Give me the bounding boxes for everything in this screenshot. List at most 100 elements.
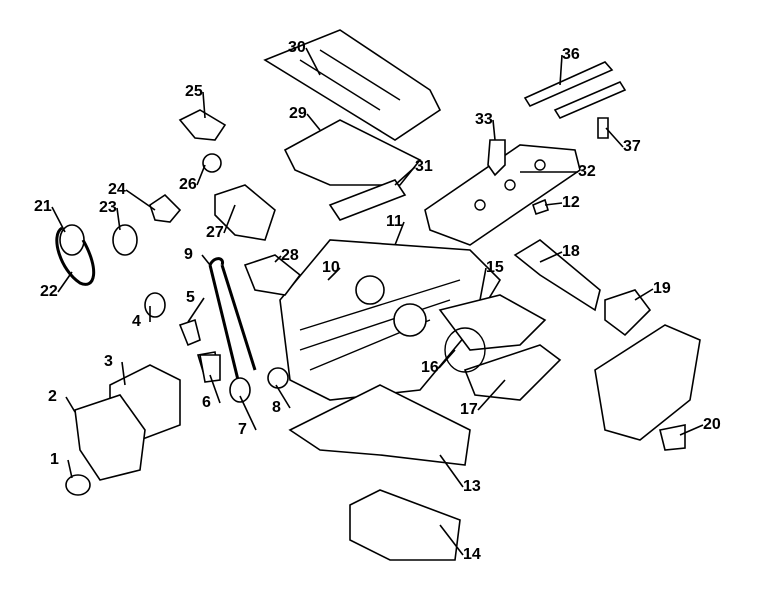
leader-line-3 (121, 361, 126, 386)
gasket-ring (444, 327, 486, 373)
air-intake-duct (513, 239, 601, 312)
callout-14: 14 (463, 546, 481, 563)
callout-7: 7 (238, 421, 247, 438)
callout-37: 37 (623, 138, 641, 155)
intake-manifold (283, 119, 422, 186)
leader-line-2 (65, 396, 76, 413)
intake-gasket (328, 179, 407, 221)
leader-line-33 (492, 119, 496, 141)
leader-line-30 (305, 47, 321, 76)
camshaft-sprocket (144, 292, 166, 318)
bracket (243, 254, 302, 296)
callout-13: 13 (463, 478, 481, 495)
callout-31: 31 (415, 158, 433, 175)
leader-line-26 (196, 164, 206, 186)
ignition-coil (487, 139, 506, 177)
leader-line-7 (239, 395, 257, 431)
leader-line-36 (559, 54, 563, 86)
leader-line-8 (275, 384, 291, 409)
fuel-injector (597, 117, 609, 139)
valve-cover (424, 144, 581, 246)
callout-5: 5 (186, 289, 195, 306)
leader-line-13 (439, 454, 464, 488)
callout-21: 21 (34, 198, 52, 215)
callout-15: 15 (486, 259, 504, 276)
leader-line-28 (274, 255, 282, 263)
leader-line-22 (57, 271, 73, 293)
leader-line-21 (51, 206, 66, 233)
leader-line-37 (605, 127, 624, 148)
callout-36: 36 (562, 46, 580, 63)
oil-pan-lower (349, 489, 461, 561)
breather-tube (532, 198, 549, 216)
callout-28: 28 (281, 247, 299, 264)
oil-pan-upper (288, 384, 471, 466)
leader-line-18 (539, 251, 563, 263)
callout-18: 18 (562, 243, 580, 260)
callout-9: 9 (184, 246, 193, 263)
callout-23: 23 (99, 199, 117, 216)
crank-pulley (267, 367, 289, 389)
leader-line-19 (634, 288, 654, 301)
thermostat-housing (149, 193, 182, 223)
leader-line-15 (479, 267, 487, 301)
crankshaft-sprocket (229, 377, 251, 403)
engine-cover (263, 29, 442, 141)
leader-line-29 (306, 113, 321, 131)
leader-line-5 (187, 297, 205, 323)
leader-line-24 (125, 189, 156, 211)
timing-tensioner (178, 318, 201, 347)
callout-27: 27 (206, 224, 224, 241)
callout-29: 29 (289, 105, 307, 122)
accessory-belt (55, 226, 96, 286)
leader-line-11 (394, 221, 405, 246)
air-cleaner (594, 324, 701, 441)
oil-filter-adapter (199, 354, 221, 383)
leader-line-20 (679, 424, 704, 436)
manifold-gasket (463, 344, 562, 401)
callout-20: 20 (703, 416, 721, 433)
callout-26: 26 (179, 176, 197, 193)
callout-2: 2 (48, 388, 57, 405)
exhaust-manifold (438, 294, 547, 351)
callout-24: 24 (108, 181, 126, 198)
leader-line-9 (201, 254, 211, 266)
leader-line-10 (327, 267, 341, 281)
callout-33: 33 (475, 111, 493, 128)
water-pump (214, 184, 276, 241)
mass-airflow-sensor (604, 289, 652, 337)
crankshaft-seal (65, 474, 91, 496)
callout-6: 6 (202, 394, 211, 411)
leader-line-31 (394, 166, 416, 186)
timing-cover-lower (74, 394, 146, 481)
callout-3: 3 (104, 353, 113, 370)
water-outlet (178, 109, 227, 141)
callout-11: 11 (386, 213, 403, 230)
callout-30: 30 (288, 39, 306, 56)
callout-22: 22 (40, 283, 58, 300)
timing-belt (208, 257, 257, 381)
leader-line-1 (67, 459, 73, 479)
callout-8: 8 (272, 399, 281, 416)
thermostat (202, 153, 222, 173)
callout-17: 17 (460, 401, 478, 418)
leader-line-6 (209, 374, 221, 404)
callout-4: 4 (132, 313, 141, 330)
callout-32: 32 (578, 163, 596, 180)
fuel-rail (523, 61, 627, 120)
callout-16: 16 (421, 359, 439, 376)
leader-line-23 (116, 207, 121, 231)
callout-19: 19 (653, 280, 671, 297)
tensioner-pulley (112, 224, 138, 256)
callout-12: 12 (562, 194, 580, 211)
leader-line-25 (202, 91, 206, 119)
leader-line-14 (439, 524, 464, 556)
callout-25: 25 (185, 83, 203, 100)
callout-1: 1 (50, 451, 59, 468)
sensor (659, 424, 686, 451)
leader-line-17 (477, 379, 506, 411)
leader-line-16 (438, 349, 456, 369)
callout-10: 10 (322, 259, 340, 276)
